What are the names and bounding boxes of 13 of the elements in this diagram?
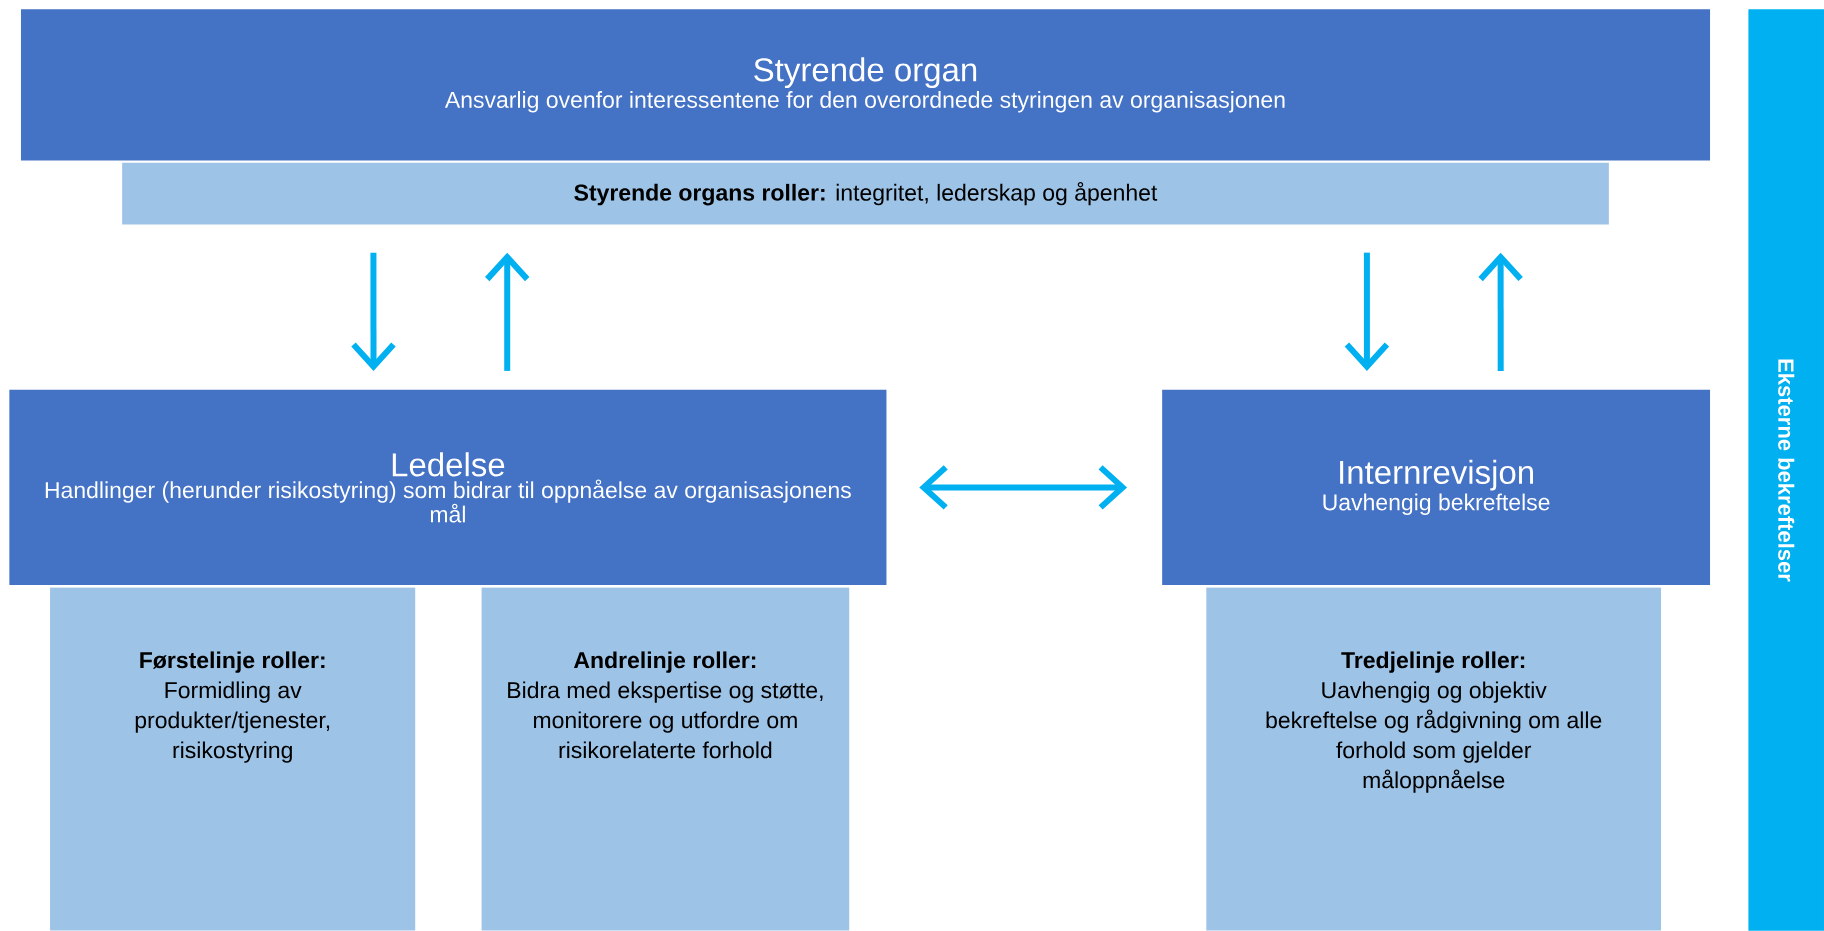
arrow bbox=[919, 465, 1128, 510]
roles-box: Tredjelinje roller: Uavhengig og objektiv bekreftelse og rådgivning om alle forhold som gjelder måloppnåelse bbox=[1206, 587, 1662, 931]
title-box: Ledelse Handlinger (herunder risikostyring) som bidrar til oppnåelse av organisasjonens mål bbox=[9, 389, 887, 586]
arrow bbox=[351, 252, 396, 371]
roles-box: Førstelinje roller: Formidling av produkter/tjenester, risikostyring bbox=[50, 587, 416, 931]
roles-box: Andrelinje roller: Bidra med ekspertise og støtte, monitorere og utfordre om risikorelaterte forhold bbox=[481, 587, 850, 931]
side-band: Eksterne bekreftelser bbox=[1748, 9, 1824, 931]
arrow bbox=[1478, 252, 1523, 371]
arrow bbox=[1344, 252, 1390, 371]
title-box: Styrende organ Ansvarlig ovenfor interessentene for den overordnede styringen av organisasjonen bbox=[20, 9, 1711, 161]
roles-band: Styrende organs roller: integritet, lederskap og åpenhet bbox=[122, 162, 1609, 225]
title-box: Internrevisjon Uavhengig bekreftelse bbox=[1162, 389, 1711, 586]
arrow bbox=[485, 252, 530, 371]
